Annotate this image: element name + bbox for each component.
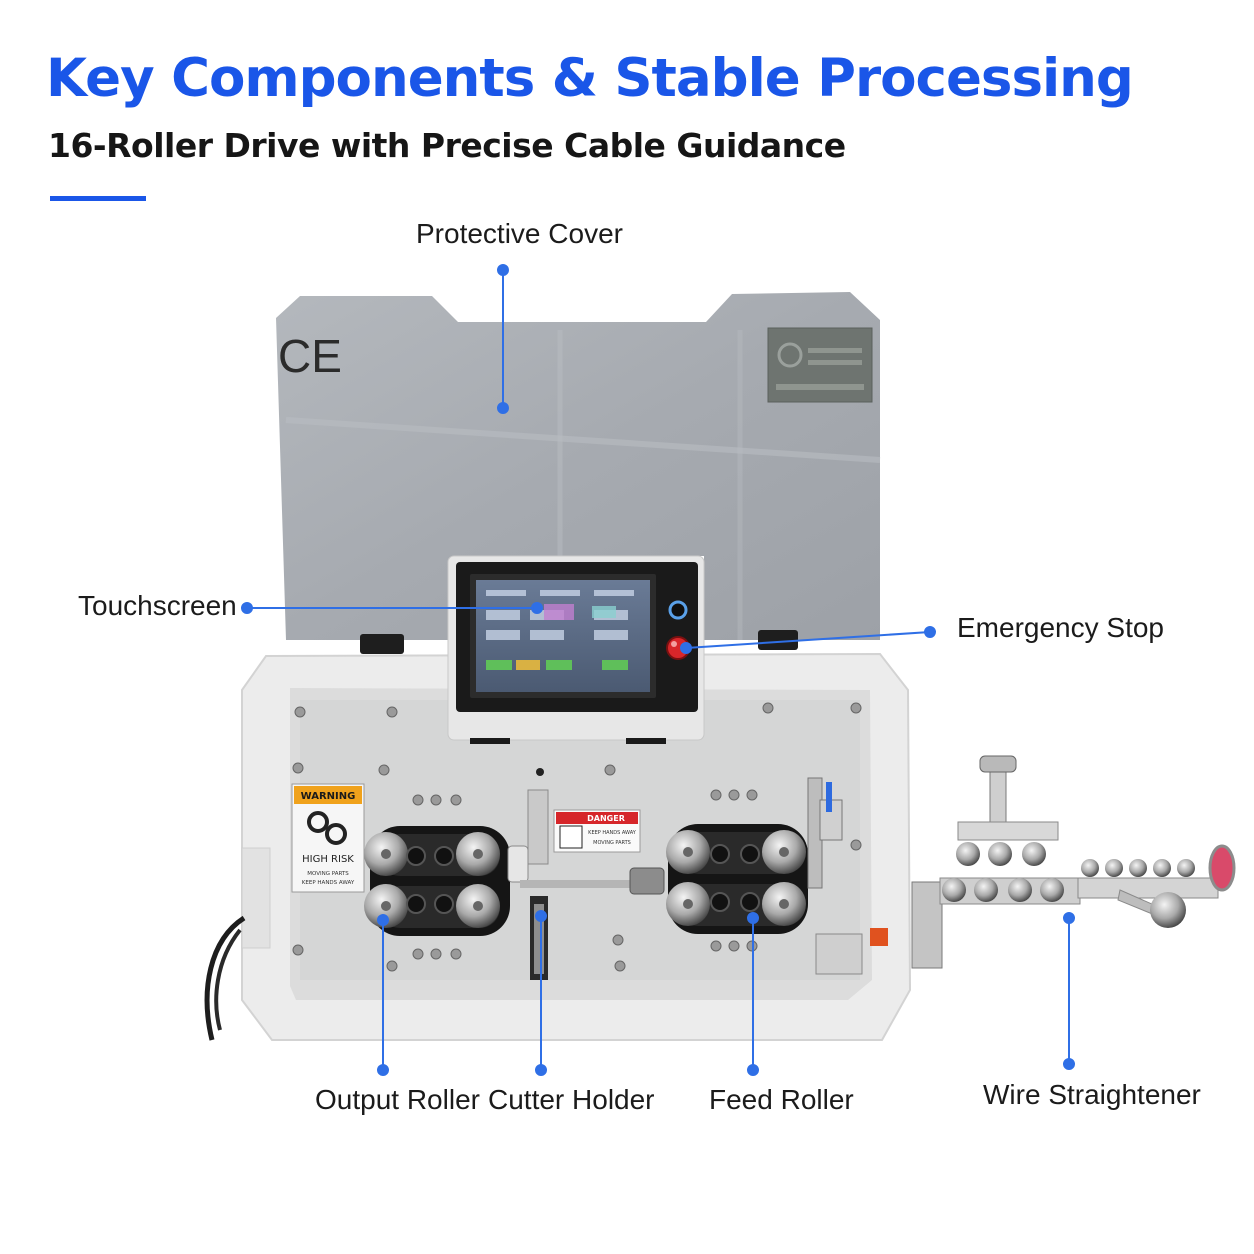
callout-label-wire-straightener: Wire Straightener xyxy=(983,1079,1201,1110)
callout-line-cutter-holder xyxy=(535,910,547,1076)
callout-line-touchscreen xyxy=(241,602,543,614)
wire-straightener xyxy=(911,755,1236,969)
cutter-holder-assembly xyxy=(507,789,665,980)
warning-label: WARNING HIGH RISK MOVING PARTS KEEP HAND… xyxy=(291,783,365,893)
output-roller-assembly xyxy=(364,826,510,936)
feed-roller-assembly xyxy=(666,777,888,975)
cover-hinge-left xyxy=(360,634,404,654)
svg-text:DANGER: DANGER xyxy=(587,814,625,823)
callout-label-protective-cover: Protective Cover xyxy=(416,218,623,249)
svg-text:KEEP HANDS AWAY: KEEP HANDS AWAY xyxy=(302,880,355,886)
svg-text:KEEP HANDS AWAY: KEEP HANDS AWAY xyxy=(588,830,637,836)
callout-line-emergency-stop xyxy=(680,626,936,654)
callout-label-cutter-holder: Cutter Holder xyxy=(488,1084,655,1115)
callout-line-wire-straightener xyxy=(1063,912,1075,1070)
callout-label-output-roller: Output Roller xyxy=(315,1084,480,1115)
callout-line-protective-cover xyxy=(497,264,509,414)
svg-text:HIGH RISK: HIGH RISK xyxy=(302,854,354,865)
callout-label-feed-roller: Feed Roller xyxy=(709,1084,854,1115)
callout-line-output-roller xyxy=(377,914,389,1076)
page-subtitle: 16-Roller Drive with Precise Cable Guida… xyxy=(48,126,846,165)
callout-label-touchscreen: Touchscreen xyxy=(78,590,237,621)
touchscreen-unit xyxy=(447,555,705,744)
protective-cover: CE xyxy=(276,292,881,654)
svg-text:MOVING PARTS: MOVING PARTS xyxy=(593,840,631,846)
danger-label: DANGER KEEP HANDS AWAY MOVING PARTS xyxy=(553,809,641,853)
svg-text:MOVING PARTS: MOVING PARTS xyxy=(307,871,349,877)
callout-line-feed-roller xyxy=(747,912,759,1076)
cover-hinge-right xyxy=(758,630,798,650)
power-button[interactable] xyxy=(668,600,688,620)
ce-mark: CE xyxy=(278,330,342,382)
title-accent-bar xyxy=(50,196,146,201)
callout-label-emergency-stop: Emergency Stop xyxy=(957,612,1164,643)
page-title: Key Components & Stable Processing xyxy=(46,48,1134,109)
svg-text:WARNING: WARNING xyxy=(301,791,356,802)
